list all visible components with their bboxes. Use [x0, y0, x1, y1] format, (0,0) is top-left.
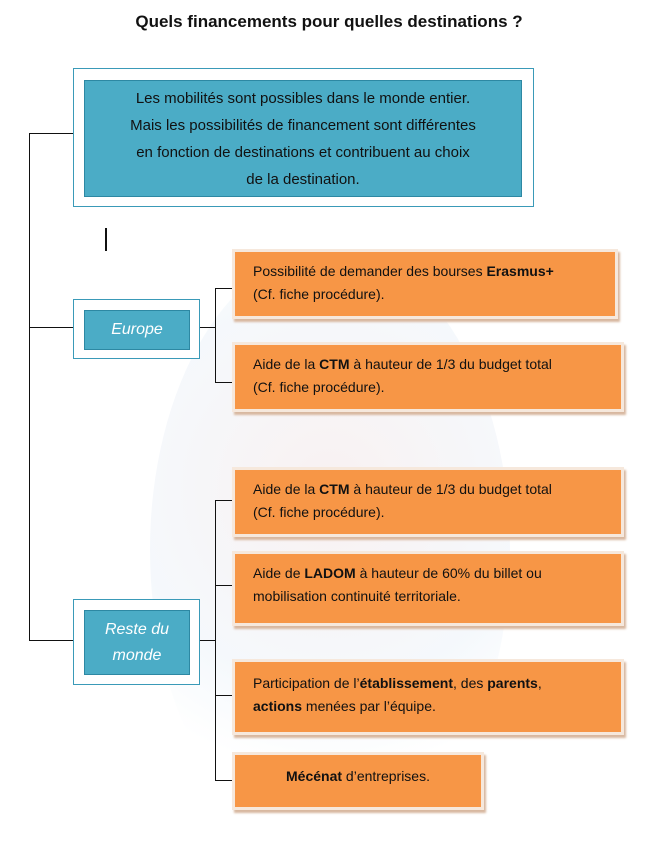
bold-text: CTM: [319, 356, 350, 372]
reste-branch-4: [215, 780, 234, 781]
bold-text: parents: [487, 675, 538, 691]
europe-box: Europe: [84, 310, 190, 350]
reste-mecenat-box: Mécénat d’entreprises.: [232, 752, 484, 810]
reste-branch-1: [215, 500, 234, 501]
europe-branch-2: [215, 382, 234, 383]
intro-box: Les mobilités sont possibles dans le mon…: [84, 80, 522, 197]
text: à hauteur de 1/3 du budget total: [349, 481, 552, 497]
reste-label-line1: Reste du: [104, 620, 170, 638]
intro-line: en fonction de destinations et contribue…: [136, 143, 470, 161]
reste-branch-3: [215, 695, 234, 696]
bold-text: actions: [253, 698, 303, 714]
text: Aide de la: [253, 481, 320, 497]
text: (Cf. fiche procédure).: [253, 286, 385, 302]
reste-label-line2: monde: [112, 646, 162, 664]
text: menées par l’équipe.: [302, 698, 436, 714]
text: d’entreprises.: [342, 768, 430, 784]
reste-du-monde-box: Reste du monde: [84, 610, 190, 675]
bold-text: Mécénat: [286, 768, 343, 784]
page-title: Quels financements pour quelles destinat…: [135, 12, 523, 31]
bold-text: établissement: [359, 675, 453, 691]
reste-stem: [200, 640, 215, 641]
europe-erasmus-box: Possibilité de demander des bourses Eras…: [232, 249, 618, 319]
europe-label: Europe: [111, 321, 163, 338]
reste-bracket: [215, 500, 216, 781]
text: mobilisation continuité territoriale.: [253, 588, 461, 604]
connector-europe: [29, 327, 74, 328]
text: Possibilité de demander des bourses: [253, 263, 487, 279]
text: (Cf. fiche procédure).: [253, 504, 385, 520]
text-cursor: [105, 228, 107, 251]
text: ,: [537, 675, 542, 691]
intro-line: Les mobilités sont possibles dans le mon…: [135, 89, 471, 107]
europe-ctm-box: Aide de la CTM à hauteur de 1/3 du budge…: [232, 342, 624, 412]
intro-line: de la destination.: [246, 170, 360, 188]
intro-line: Mais les possibilités de financement son…: [130, 116, 476, 134]
reste-ctm-box: Aide de la CTM à hauteur de 1/3 du budge…: [232, 467, 624, 537]
reste-branch-2: [215, 585, 234, 586]
europe-bracket: [215, 288, 216, 383]
trunk-line: [29, 133, 30, 641]
reste-ladom-box: Aide de LADOM à hauteur de 60% du billet…: [232, 551, 624, 626]
connector-reste: [29, 640, 74, 641]
europe-branch-1: [215, 288, 234, 289]
text: , des: [453, 675, 488, 691]
text: Participation de l’: [253, 675, 360, 691]
bold-text: CTM: [319, 481, 350, 497]
text: à hauteur de 1/3 du budget total: [349, 356, 552, 372]
text: (Cf. fiche procédure).: [253, 379, 385, 395]
text: à hauteur de 60% du billet ou: [355, 565, 542, 581]
connector-intro: [29, 133, 74, 134]
reste-participation-box: Participation de l’établissement, des pa…: [232, 659, 624, 735]
europe-stem: [200, 327, 215, 328]
bold-text: Erasmus+: [486, 263, 554, 279]
bold-text: LADOM: [304, 565, 356, 581]
text: Aide de: [253, 565, 305, 581]
text: Aide de la: [253, 356, 320, 372]
